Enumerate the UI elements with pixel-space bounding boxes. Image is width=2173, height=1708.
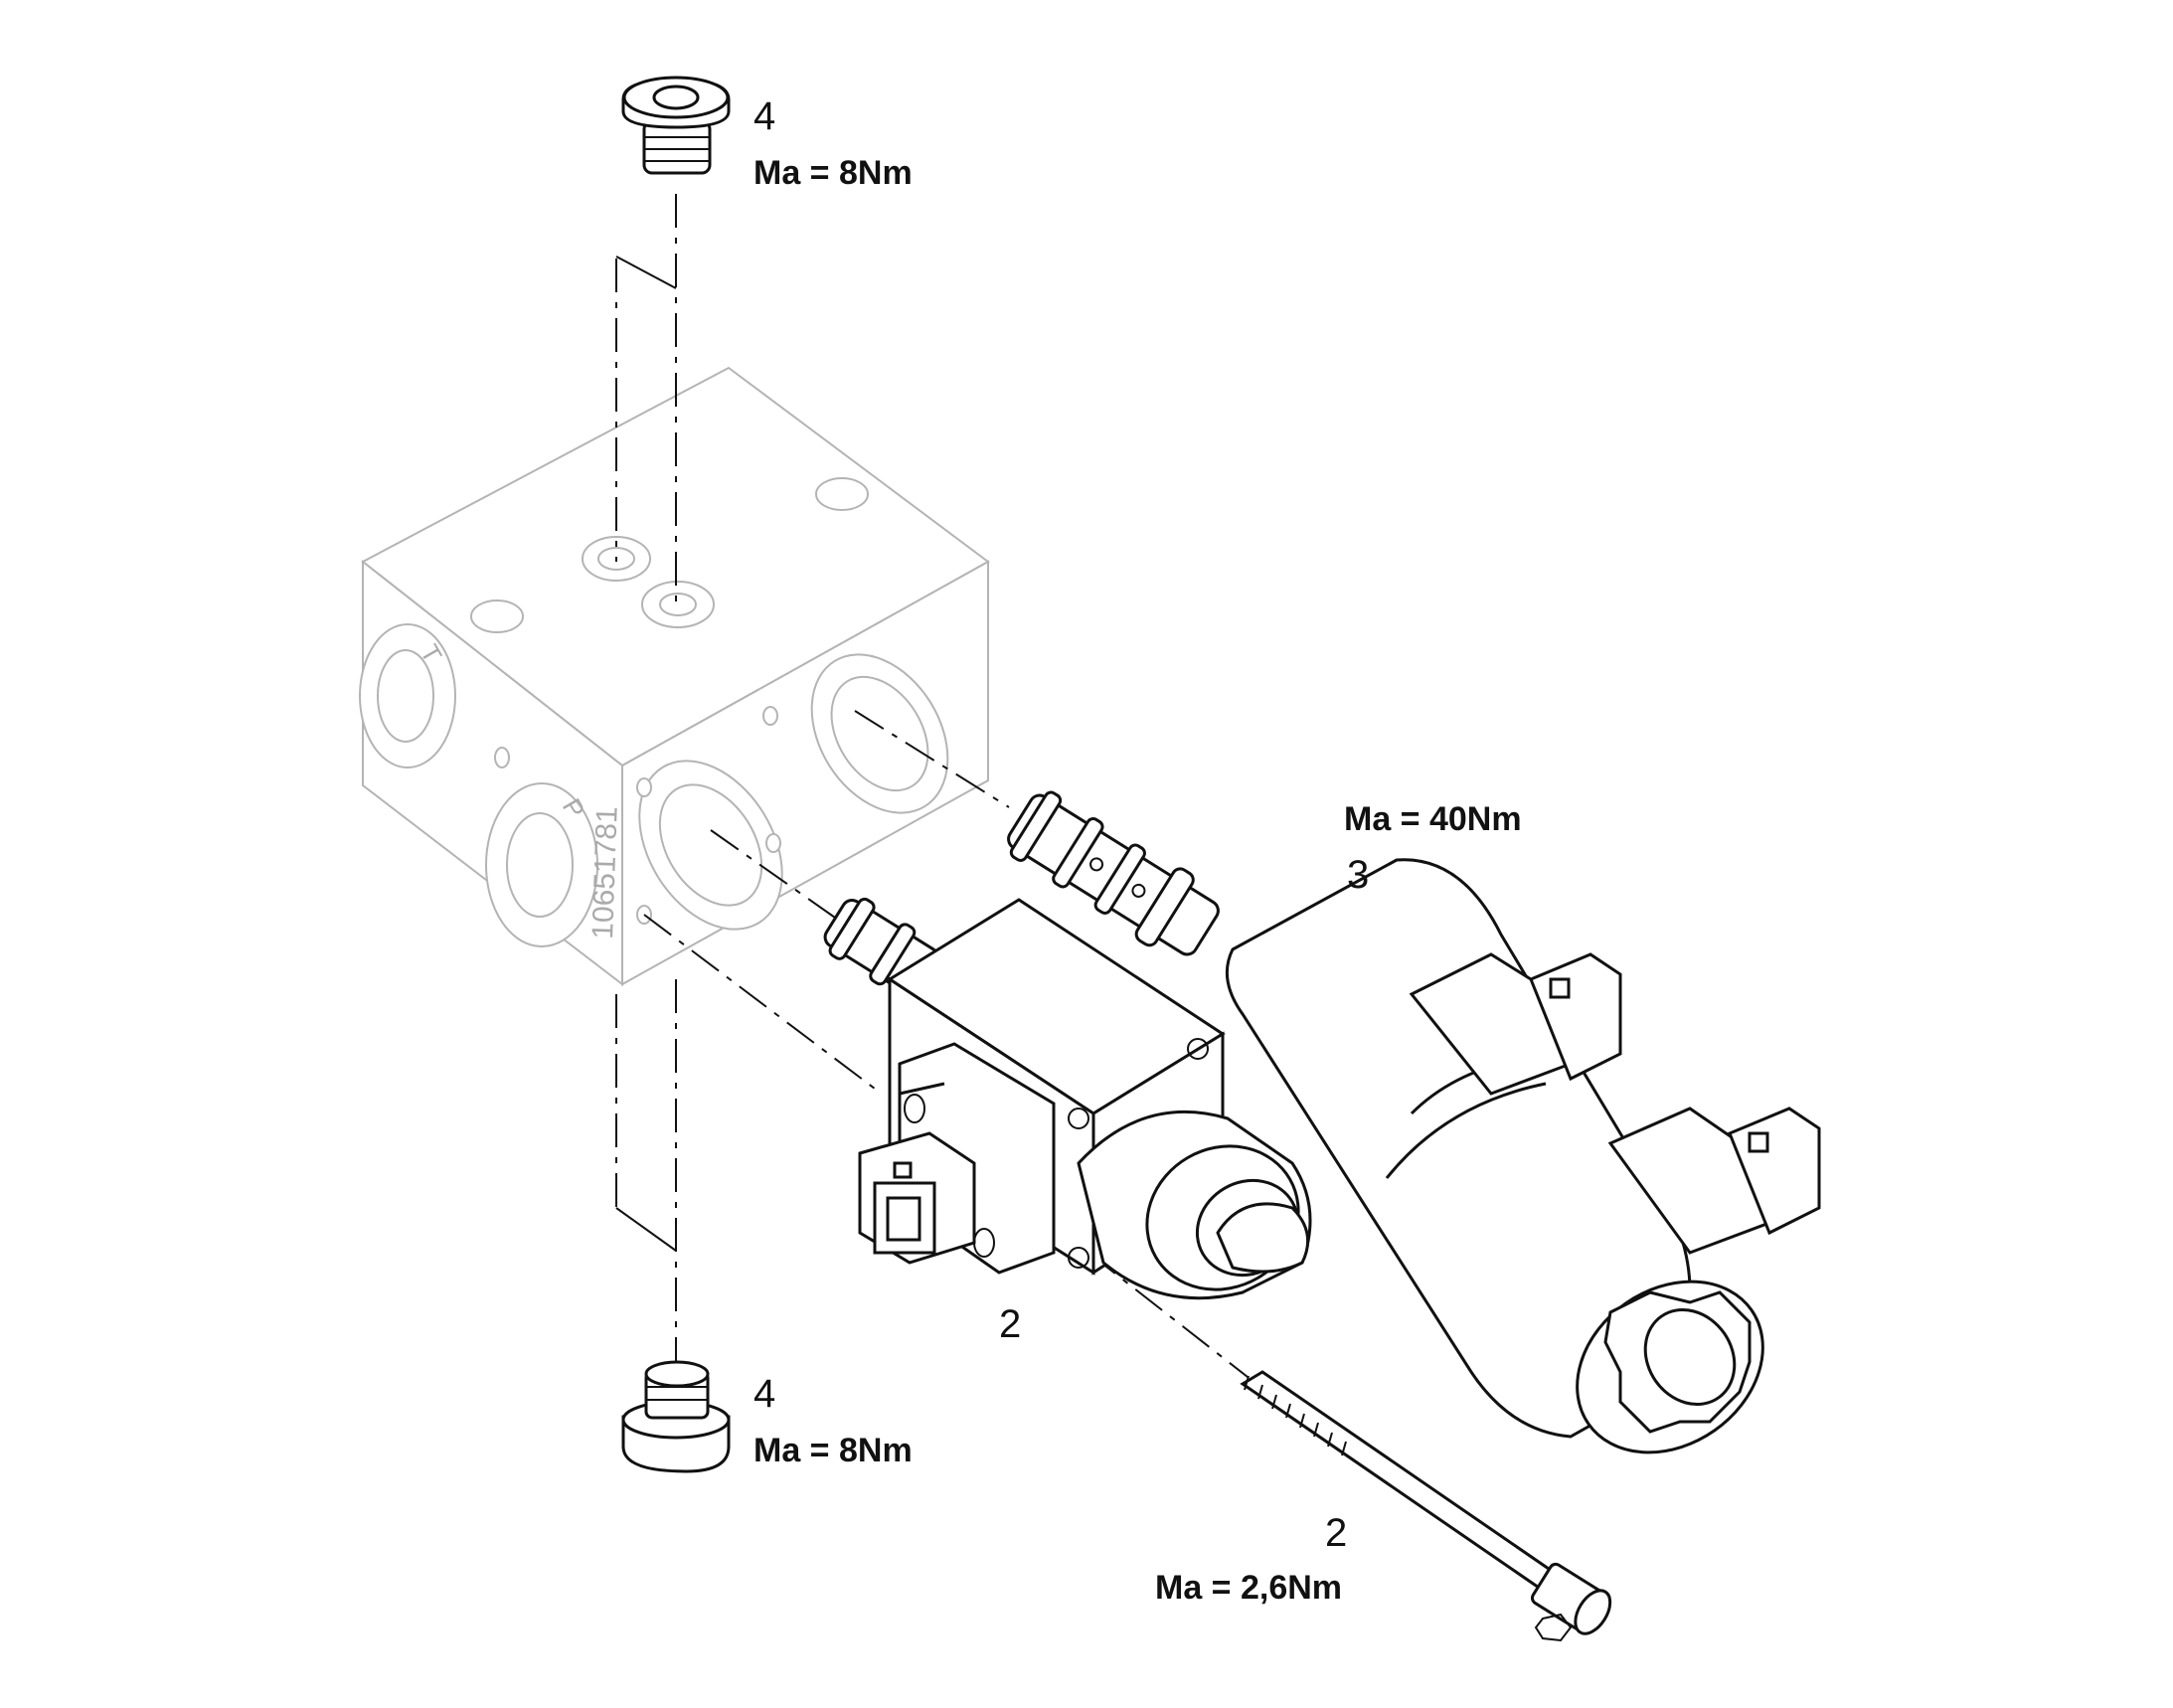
callout-torque-plug-bottom: Ma = 8Nm xyxy=(753,1432,913,1469)
top-port-inner xyxy=(659,593,697,616)
port-p-inner xyxy=(506,812,574,918)
valve-cavity xyxy=(810,653,949,814)
callout-number-screw: 2 xyxy=(1325,1511,1348,1555)
valve-cavity-inner xyxy=(830,675,929,792)
callout-number-valve-2: 2 xyxy=(999,1302,1022,1346)
port-p xyxy=(485,782,598,947)
callout-number-plug-top: 4 xyxy=(753,94,776,138)
port-t-inner xyxy=(377,649,434,743)
valve-cavity-inner xyxy=(658,783,763,907)
solenoid-valve-3 xyxy=(1007,790,1821,1454)
top-port-inner xyxy=(597,547,635,571)
connector xyxy=(1607,1107,1821,1255)
top-hole xyxy=(815,477,869,511)
top-port xyxy=(641,581,715,628)
assembly-lines xyxy=(615,194,1249,1402)
screw-2 xyxy=(1240,1370,1612,1642)
block-part-number: 10651781 xyxy=(586,806,624,940)
small-valve-2 xyxy=(823,897,1312,1300)
callout-torque-valve-3: Ma = 40Nm xyxy=(1344,800,1522,838)
plug-top xyxy=(621,76,731,175)
plug-bottom xyxy=(621,1360,731,1473)
pin-hole xyxy=(494,747,510,769)
screw-hole xyxy=(765,833,781,853)
valve-block: T P 10651781 xyxy=(359,366,990,987)
callout-torque-plug-top: Ma = 8Nm xyxy=(753,154,913,192)
callout-number-valve-3: 3 xyxy=(1347,853,1370,897)
top-hole xyxy=(470,599,524,633)
callout-torque-screw: Ma = 2,6Nm xyxy=(1155,1569,1343,1607)
port-t xyxy=(359,623,456,769)
screw-hole xyxy=(636,777,652,797)
callout-number-plug-bottom: 4 xyxy=(753,1372,776,1416)
screw-hole xyxy=(762,706,778,726)
connector xyxy=(1409,952,1622,1096)
valve-cavity xyxy=(638,760,783,931)
